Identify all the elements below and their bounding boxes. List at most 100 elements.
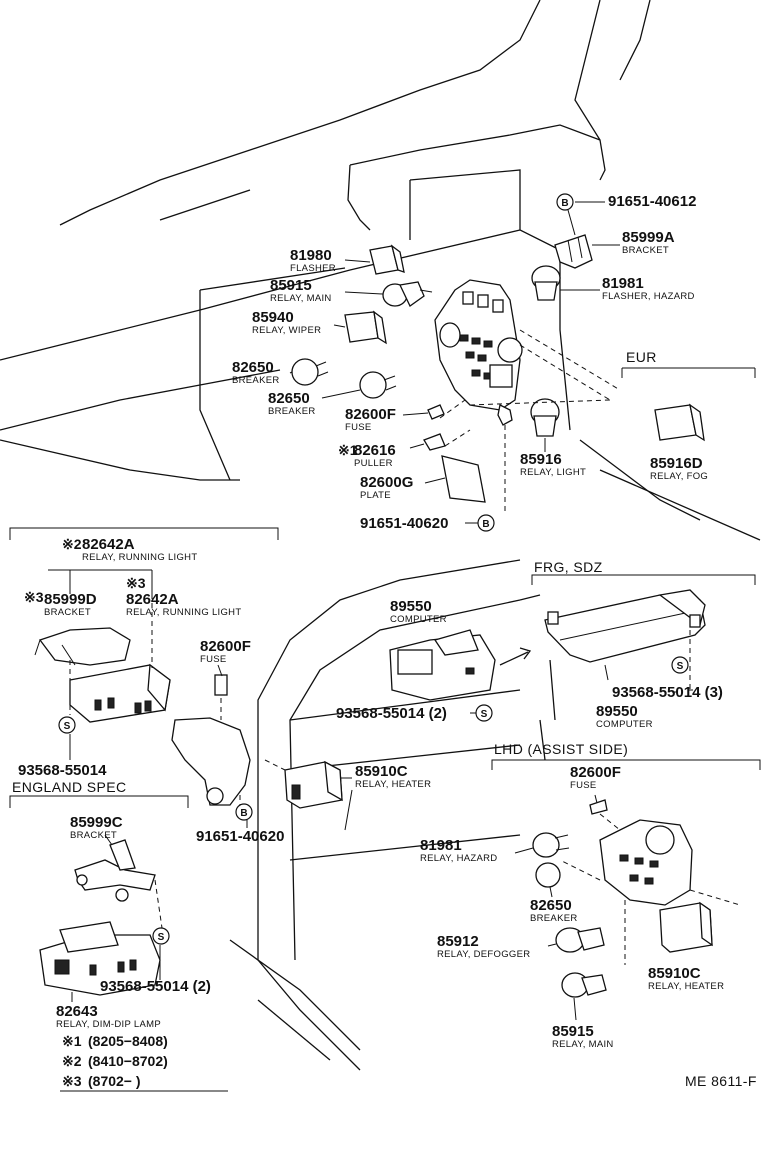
notes-block: ※1 (8205−8408) ※2 (8410−8702) ※3 (8702− …: [60, 1033, 228, 1092]
part-name: BREAKER: [232, 375, 280, 386]
fuse-bracket-center: [171, 674, 251, 828]
part-name: COMPUTER: [390, 614, 447, 625]
part-name: PLATE: [360, 490, 391, 501]
pillar-outline: [229, 559, 556, 1071]
relay-main-85915: [382, 281, 433, 307]
junction-block-top: [434, 279, 523, 426]
part-number: 85912: [437, 933, 479, 950]
part-name: RELAY, WIPER: [252, 325, 321, 336]
note-range: (8205−8408): [88, 1033, 168, 1049]
part-number: 81981: [420, 837, 462, 854]
part-number: 85916D: [650, 455, 703, 472]
part-number: 82642A: [126, 591, 179, 608]
part-number: 85910C: [355, 763, 408, 780]
note-mark: ※3: [62, 1073, 82, 1089]
part-name: RELAY, RUNNING LIGHT: [82, 552, 197, 563]
part-number: 82600F: [570, 764, 621, 781]
part-number: 91651-40612: [608, 193, 696, 210]
section-label-frg: FRG, SDZ: [534, 559, 603, 575]
part-name: BRACKET: [44, 607, 91, 618]
part-number: 85916: [520, 451, 562, 468]
breaker-82650-b: [359, 371, 397, 399]
bracket-85999a: [554, 234, 593, 269]
part-number: 91651-40620: [196, 828, 284, 845]
puller-82616: [423, 433, 446, 451]
part-number: 93568-55014 (2): [336, 705, 447, 722]
part-name: FUSE: [345, 422, 372, 433]
flasher-81980: [369, 244, 405, 275]
part-number: 89550: [390, 598, 432, 615]
part-number: 93568-55014: [18, 762, 107, 779]
note-mark: ※3: [126, 575, 146, 591]
note-mark: ※3: [24, 589, 44, 605]
s-mark-1: S: [58, 716, 76, 734]
part-name: RELAY, LIGHT: [520, 467, 586, 478]
part-name: RELAY, HEATER: [355, 779, 431, 790]
svg-text:B: B: [240, 808, 247, 819]
s-mark-2: S: [475, 704, 493, 722]
part-number: 85999A: [622, 229, 675, 246]
svg-text:B: B: [482, 519, 489, 530]
part-name: FUSE: [570, 780, 597, 791]
part-number: 81981: [602, 275, 644, 292]
part-number: 85999C: [70, 814, 123, 831]
b-mark-3: B: [235, 803, 253, 821]
part-number: 89550: [596, 703, 638, 720]
section-label-lhd: LHD (ASSIST SIDE): [494, 741, 628, 757]
part-number: 82600F: [200, 638, 251, 655]
part-number: 82650: [530, 897, 572, 914]
part-number: 82616: [354, 442, 396, 459]
svg-text:S: S: [64, 721, 71, 732]
part-number: 93568-55014 (3): [612, 684, 723, 701]
part-name: RELAY, HEATER: [648, 981, 724, 992]
part-name: RELAY, DEFOGGER: [437, 949, 530, 960]
note-mark: ※2: [62, 1053, 82, 1069]
part-number: 82600G: [360, 474, 413, 491]
frg-sdz-group: [531, 574, 756, 693]
flasher-hazard-81981-top: [531, 265, 561, 301]
part-number: 85910C: [648, 965, 701, 982]
dashboard-outline: [0, 0, 761, 541]
breaker-82650-a: [291, 358, 329, 386]
part-number: 82650: [268, 390, 310, 407]
part-name: RELAY, MAIN: [552, 1039, 614, 1050]
part-name: FLASHER, HAZARD: [602, 291, 695, 302]
part-number: 82642A: [82, 536, 135, 553]
relay-heater-85910c: [264, 759, 353, 831]
lhd-group: [491, 759, 761, 1021]
part-number: 91651-40620: [360, 515, 448, 532]
part-name: COMPUTER: [596, 719, 653, 730]
section-label-eur: EUR: [626, 349, 657, 365]
part-number: 85999D: [44, 591, 97, 608]
figure-code: ME 8611-F: [685, 1073, 757, 1089]
note-range: (8410−8702): [88, 1053, 168, 1069]
b-mark-2: B: [477, 514, 495, 532]
b-mark-1: B: [556, 193, 574, 211]
computer-89550-center: [389, 629, 532, 714]
part-name: FUSE: [200, 654, 227, 665]
part-number: 85915: [552, 1023, 594, 1040]
part-name: RELAY, HAZARD: [420, 853, 497, 864]
part-number: 85940: [252, 309, 294, 326]
part-name: BREAKER: [530, 913, 578, 924]
part-name: BRACKET: [622, 245, 669, 256]
note-range: (8702− ): [88, 1073, 141, 1089]
svg-text:S: S: [158, 932, 165, 943]
relay-light-85916: [530, 398, 560, 437]
part-name: RELAY, RUNNING LIGHT: [126, 607, 241, 618]
england-spec-group: [9, 795, 189, 1002]
leader-line: [217, 664, 223, 677]
part-name: PULLER: [354, 458, 393, 469]
section-label-england: ENGLAND SPEC: [12, 779, 127, 795]
relay-fog-85916d: [654, 403, 705, 442]
part-number: 93568-55014 (2): [100, 978, 211, 995]
part-name: RELAY, MAIN: [270, 293, 332, 304]
note-mark: ※1: [338, 442, 358, 458]
svg-text:S: S: [677, 661, 684, 672]
relay-wiper-85940: [344, 310, 387, 345]
part-number: 82643: [56, 1003, 98, 1020]
s-mark-3: S: [671, 656, 689, 674]
note-mark: ※2: [62, 536, 82, 552]
svg-text:S: S: [481, 709, 488, 720]
